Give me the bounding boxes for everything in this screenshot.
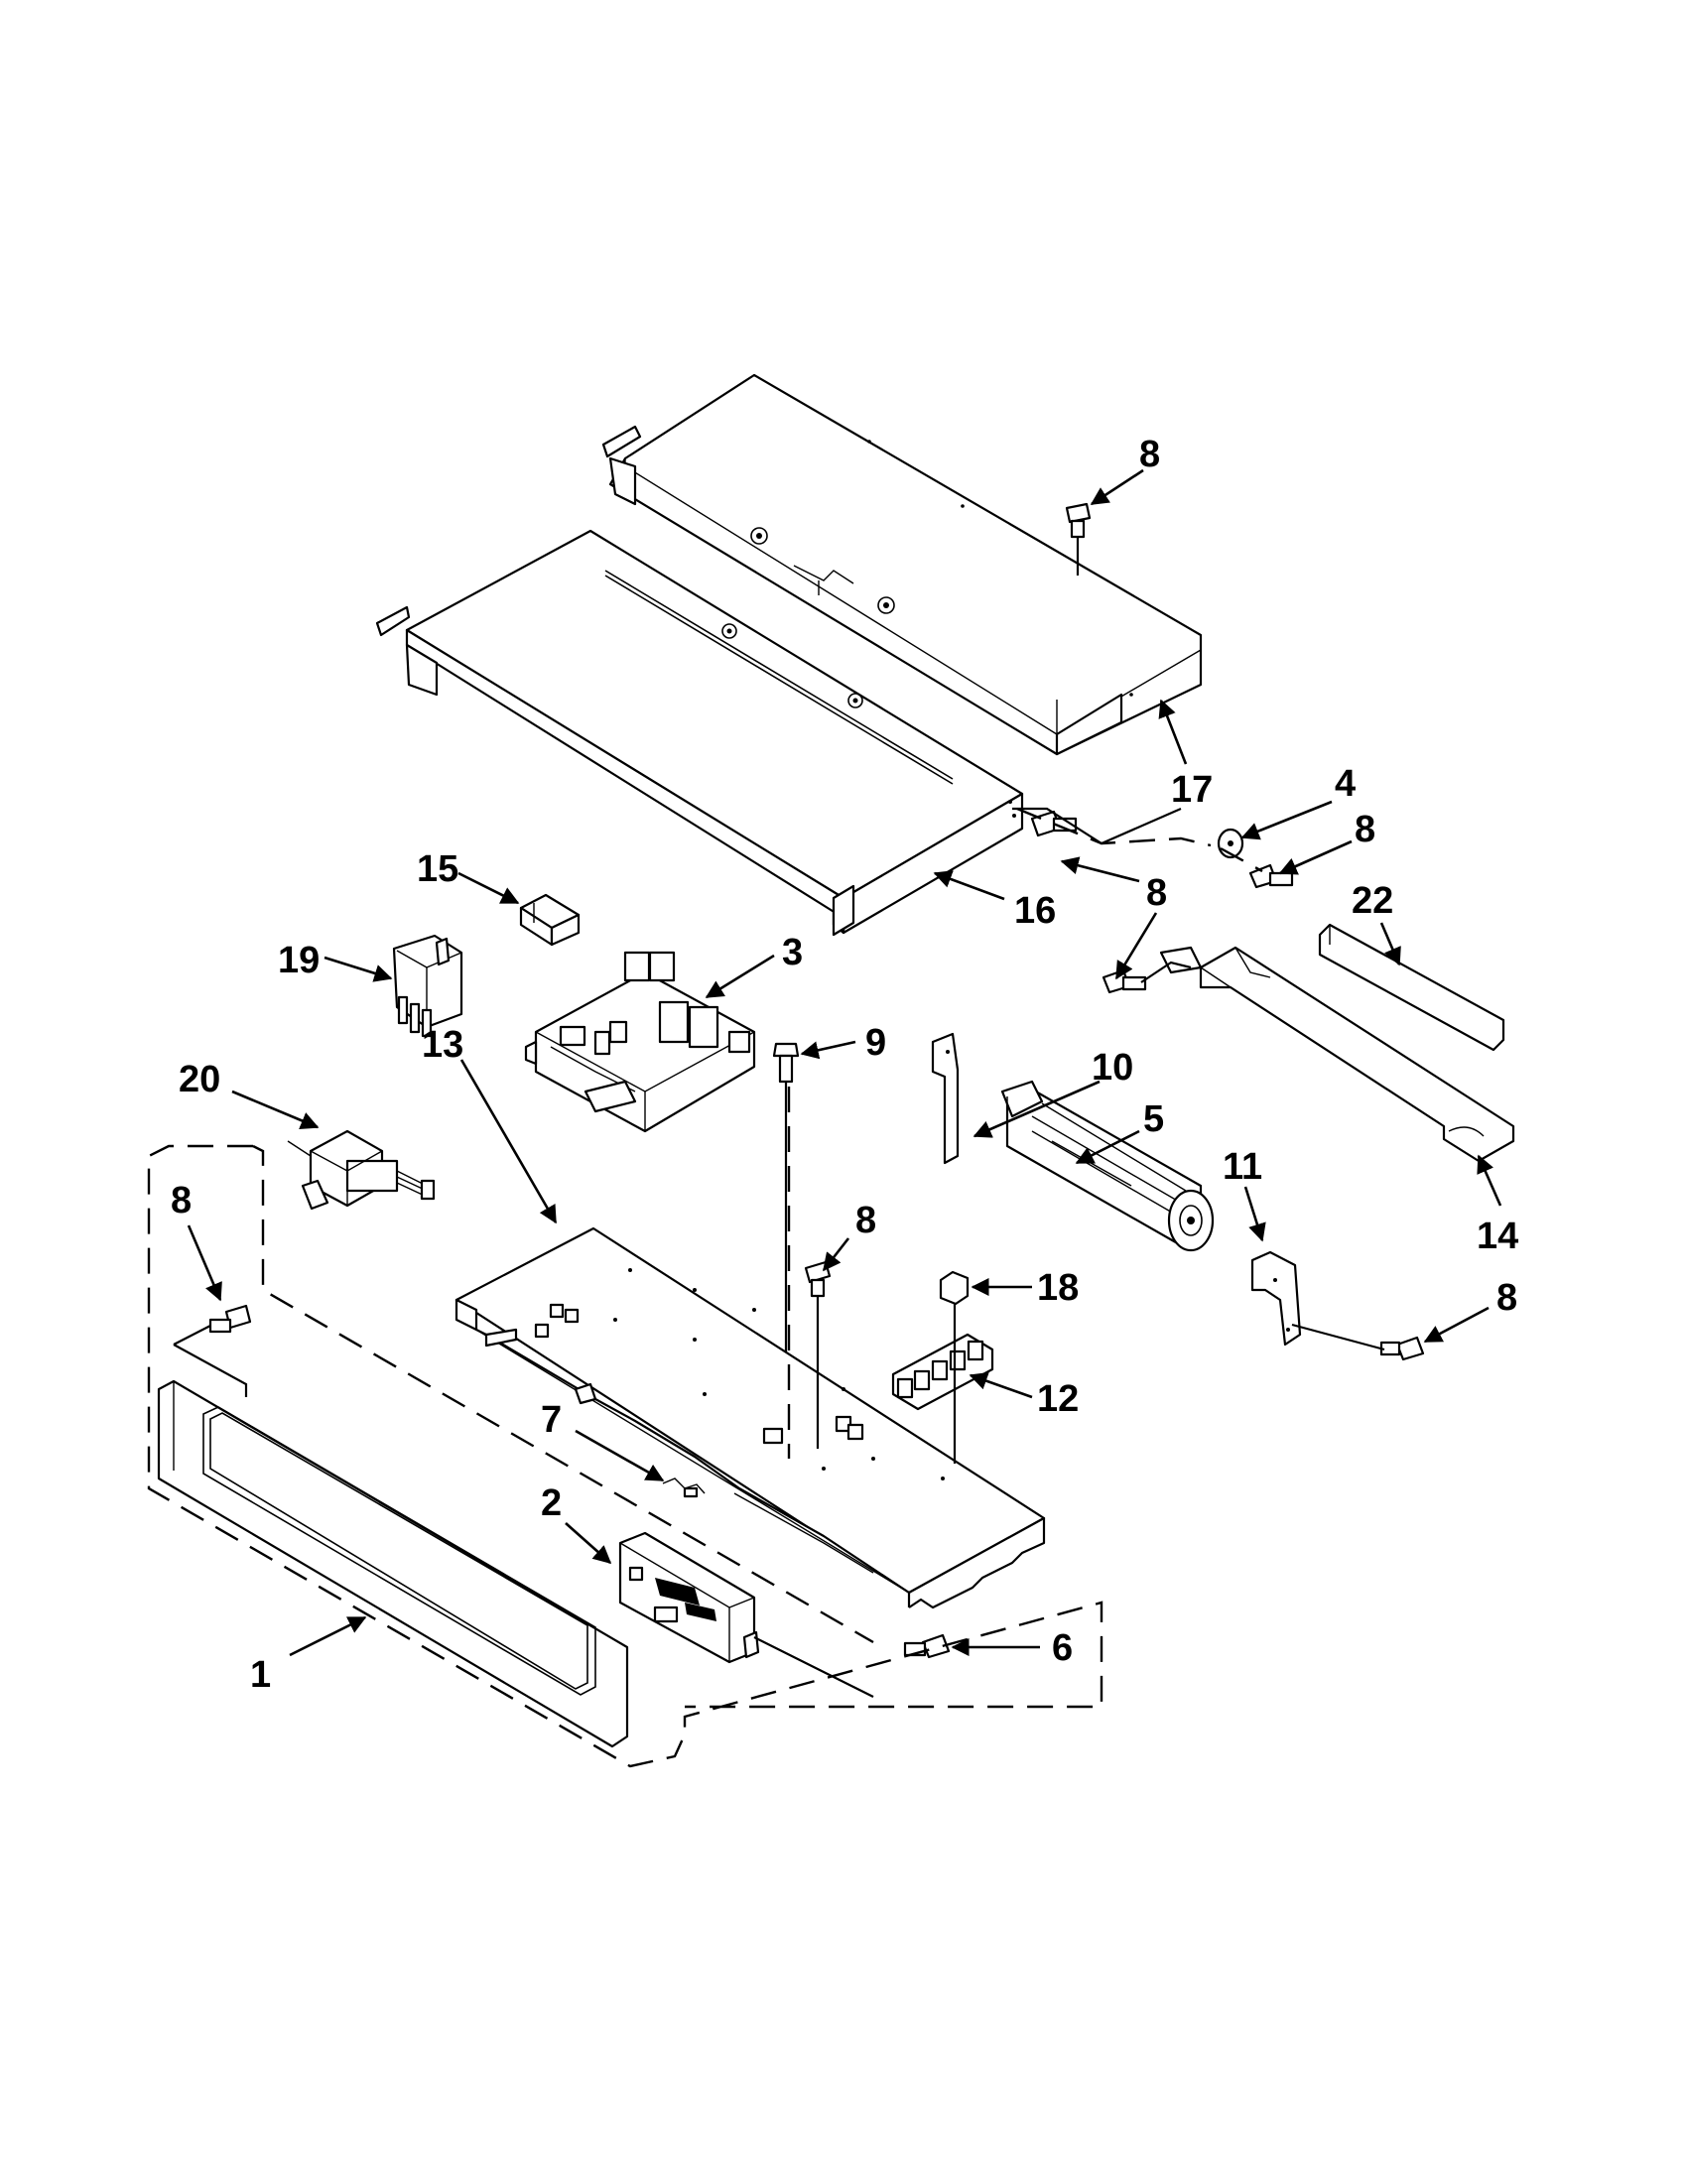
callout-8-duct: 8 [1146,872,1167,914]
callout-8-top: 8 [1139,434,1160,475]
part-15-bracket [519,893,581,947]
callout-6: 6 [1052,1627,1073,1669]
callout-10: 10 [1092,1047,1133,1089]
part-14-rail [1159,946,1515,1163]
callout-14: 14 [1477,1216,1518,1257]
callout-5: 5 [1143,1098,1164,1140]
callout-15: 15 [417,848,458,890]
callout-22: 22 [1352,880,1393,922]
part-20-transformer [287,1129,436,1211]
callout-8-left: 8 [171,1180,192,1221]
screw-8-rail [1102,968,1147,994]
part-11-bracket [1250,1250,1302,1347]
screw-8-top [1065,502,1092,576]
part-2-control-board [618,1531,874,1698]
callout-12: 12 [1037,1378,1079,1420]
part-12-terminal-block [891,1333,994,1411]
part-13-panel-base [454,1226,1046,1609]
callout-13: 13 [422,1024,463,1066]
callout-11: 11 [1223,1146,1262,1188]
callout-20: 20 [179,1059,220,1100]
part-17-top-cover [601,373,1203,756]
callout-1: 1 [250,1654,271,1696]
part-16-duct-cover [375,529,1024,937]
callout-16: 16 [1014,890,1056,932]
callout-9: 9 [865,1022,886,1064]
part-18-nut [939,1270,970,1464]
callout-7: 7 [541,1399,562,1441]
callout-8-washer: 8 [1355,809,1375,850]
screw-8-bracket11 [1379,1336,1425,1361]
callout-8-bracket: 8 [1496,1277,1517,1319]
leader-lines [187,468,1502,1657]
part-22-gasket-strip [1318,923,1505,1052]
part-5-blower-fan [1000,1080,1215,1252]
part-1-control-panel [157,1379,629,1748]
callout-17: 17 [1171,769,1213,811]
part-3-board-bracket [524,951,756,1133]
part-10-fan-bracket [931,1032,960,1165]
callout-3: 3 [782,932,803,973]
callout-18: 18 [1037,1267,1079,1309]
wire-lines [1012,807,1385,1351]
part-19-relay [392,934,463,1038]
dashed-group-lines [147,807,1263,1768]
part-7-clip [662,1477,706,1498]
callout-labels: 17 8 16 4 8 8 22 15 19 3 9 10 5 20 13 11… [171,434,1518,1696]
callout-8-panel: 8 [855,1200,876,1241]
callout-4: 4 [1335,763,1356,805]
callout-2: 2 [541,1482,562,1524]
callout-19: 19 [278,940,320,981]
screw-8-left [173,1304,252,1397]
